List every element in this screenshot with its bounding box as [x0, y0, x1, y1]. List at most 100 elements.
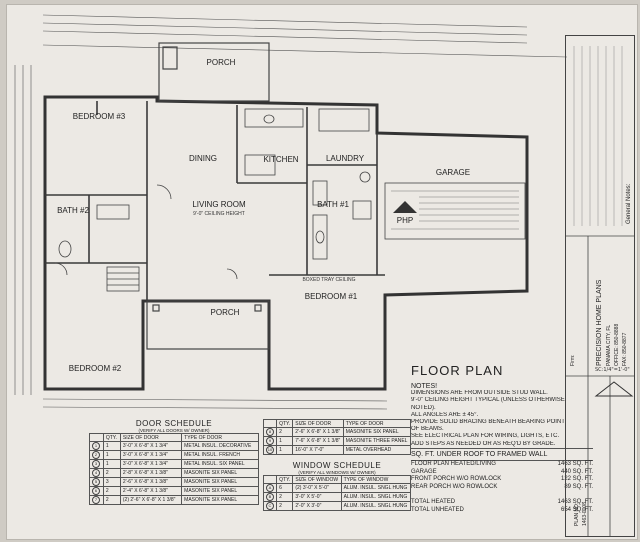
cell: MASONITE SIX PANEL [181, 495, 259, 506]
note-line: PROVIDE SOLID BRACING BENEATH BEARING PO… [411, 419, 565, 426]
room-label-bath2: BATH #2 [57, 206, 89, 215]
exterior-walls [43, 95, 529, 391]
window-mark: C [266, 502, 274, 510]
title-block-grid [566, 46, 634, 536]
door-mark: 1 [92, 442, 100, 450]
col-header: TYPE OF WINDOW [340, 474, 412, 485]
cell: 3'-0" X 6'-8" X 1 3/4" [119, 441, 183, 452]
col-header: SIZE OF WINDOW [292, 474, 342, 485]
window-schedule: WINDOW SCHEDULE (VERIFY ALL WINDOWS W/ O… [262, 461, 412, 512]
rear-porch-outline [158, 42, 270, 102]
square-footage-summary: SQ. FT. UNDER ROOF TO FRAMED WALL FLOOR … [411, 448, 593, 514]
room-label-living-room: LIVING ROOM [192, 200, 246, 209]
cell: 1 [102, 441, 121, 452]
firm-name: PRECISION HOME PLANS [596, 279, 603, 366]
firm-label: Firm: [570, 354, 576, 366]
room-label-bath1: BATH #1 [317, 200, 349, 209]
floor-plan-scale: SC:1/4"=1'-0" [595, 367, 630, 373]
cell: METAL INSUL. DECORATIVE [181, 441, 259, 452]
table-header-row: QTY. SIZE OF WINDOW TYPE OF WINDOW [262, 474, 412, 485]
cell: METAL INSUL. SIX PANEL [181, 459, 259, 470]
cell: 2'-4" X 6'-8" X 1 3/8" [119, 486, 183, 497]
sqft-label: FRONT PORCH W/O ROWLOCK [411, 476, 502, 483]
door-schedule-subtitle: (VERIFY ALL DOORS W/ OWNER) [138, 428, 210, 433]
notes-heading: NOTES! [411, 383, 438, 390]
cell: 3'-0" X 6'-8" X 1 3/4" [119, 459, 183, 470]
firm-city: PANAMA CITY, FL [606, 324, 612, 366]
door-mark: 10 [266, 446, 274, 454]
window-mark: A [266, 484, 274, 492]
cell: 2'-0" X 3'-0" [292, 501, 342, 512]
col-header: QTY. [276, 418, 294, 429]
col-header [262, 474, 278, 485]
col-header: TYPE OF DOOR [181, 432, 259, 443]
note-line: ALL ANGLES ARE ± 45°. [411, 411, 479, 418]
plan-no-label: PLAN NO: [574, 502, 580, 526]
room-label-rear-porch: PORCH [207, 58, 236, 67]
sqft-label: TOTAL UNHEATED [411, 506, 464, 513]
door-mark: 8 [266, 428, 274, 436]
cell: 3'-0" X 5'-0" [292, 492, 342, 503]
dimension-lines [14, 14, 567, 410]
blueprint-sheet: PHP PORCH BEDROOM #3 DINING KITCHEN LAUN… [6, 4, 638, 540]
col-header: SIZE OF DOOR [292, 418, 344, 429]
door-mark: 9 [266, 437, 274, 445]
cell: 6 [276, 483, 294, 494]
room-label-bedroom2: BEDROOM #2 [69, 364, 122, 373]
cell: ALUM. INSUL. SNGL HUNG [340, 501, 412, 512]
sqft-label: REAR PORCH W/O ROWLOCK [411, 483, 498, 490]
cell: 2 [102, 468, 121, 479]
room-label-garage: GARAGE [436, 168, 470, 177]
window-mark: B [266, 493, 274, 501]
garage-notice-box: PHP [384, 182, 526, 240]
note-line: ADD STEPS AS NEEDED OR AS REQ'D BY GRADE… [411, 440, 556, 447]
floor-plan-drawing: PHP PORCH BEDROOM #3 DINING KITCHEN LAUN… [14, 14, 567, 410]
door-mark: 5 [92, 478, 100, 486]
col-header: QTY. [276, 474, 294, 485]
sqft-label: FLOOR PLAN HEATED/LIVING [411, 461, 496, 467]
window-schedule-subtitle: (VERIFY ALL WINDOWS W/ OWNER) [298, 470, 376, 475]
sqft-value: 122 SQ. FT. [560, 476, 593, 483]
table-header-row: QTY. SIZE OF DOOR TYPE OF DOOR [262, 418, 412, 429]
sqft-label: GARAGE [411, 468, 437, 475]
cell: 2 [102, 495, 121, 506]
note-line: DIMENSIONS ARE FROM OUTSIDE STUD WALL. [411, 390, 548, 397]
title-block: General Notes: Firm: PRECISION HOME PLAN… [565, 35, 635, 537]
room-label-dining: DINING [189, 154, 217, 163]
room-label-laundry: LAUNDRY [326, 154, 365, 163]
interior-walls [45, 101, 385, 301]
room-label-bedroom1: BEDROOM #1 [305, 292, 358, 301]
php-logo-roof-icon [393, 201, 417, 213]
cell: MASONITE THREE PANEL [342, 436, 412, 447]
cell: 1 [276, 445, 294, 456]
front-porch-outline [146, 300, 270, 350]
door-mark: 3 [92, 460, 100, 468]
sqft-value: 440 SQ. FT. [560, 468, 593, 475]
window-schedule-title: WINDOW SCHEDULE [292, 461, 382, 470]
cell: 1 [102, 459, 121, 470]
room-label-living-ceiling: 9'-0" CEILING HEIGHT [193, 211, 245, 217]
cell: 1 [102, 450, 121, 461]
col-header: SIZE OF DOOR [119, 432, 183, 443]
room-label-tray-ceiling: BOXED TRAY CEILING [302, 277, 355, 283]
sqft-row: GARAGE 440 SQ. FT. [411, 469, 593, 477]
table-header-row: QTY. SIZE OF DOOR TYPE OF DOOR [89, 432, 259, 443]
note-line: OF BEAMS. [411, 426, 444, 433]
plan-no: 1463-0008 [582, 502, 588, 526]
col-header [89, 432, 104, 443]
note-line: NOTED). [411, 404, 436, 411]
sqft-row: FRONT PORCH W/O ROWLOCK 122 SQ. FT. [411, 476, 593, 484]
